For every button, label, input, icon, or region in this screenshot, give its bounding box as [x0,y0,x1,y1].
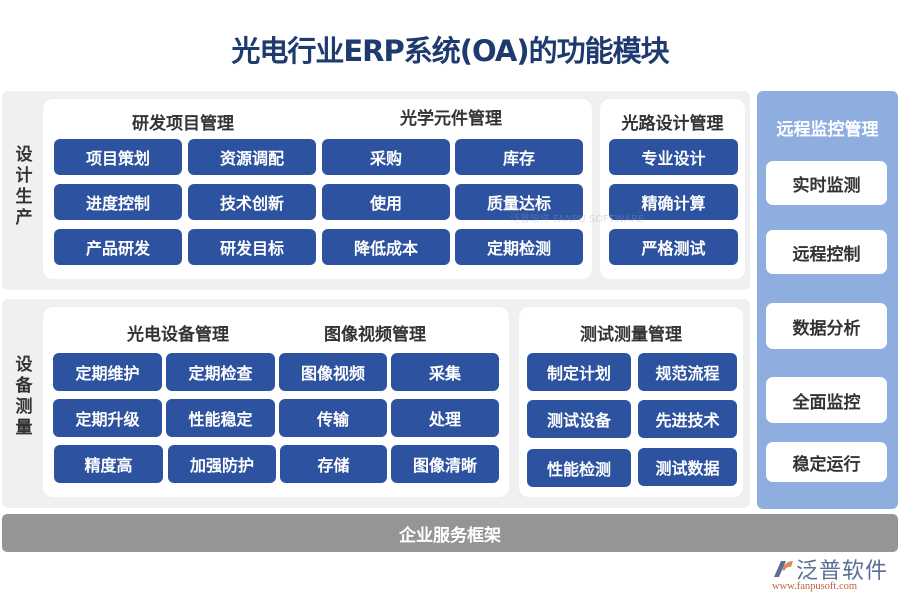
btn-performance-test[interactable]: 性能检测 [527,449,631,487]
btn-capture[interactable]: 采集 [391,353,499,391]
btn-advanced-tech[interactable]: 先进技术 [638,400,737,438]
panel-title-equipment: 光电设备管理 [127,325,229,345]
btn-periodic-inspection[interactable]: 定期检测 [455,229,583,265]
btn-processing[interactable]: 处理 [391,399,499,437]
btn-periodic-upgrade[interactable]: 定期升级 [53,399,162,437]
section-equipment-measurement: 设 备 测 量 光电设备管理 图像视频管理 定期维护 定期检查 图像视频 采集 … [2,299,750,508]
remote-item-remote-control[interactable]: 远程控制 [766,230,887,274]
btn-cost-reduction[interactable]: 降低成本 [322,229,450,265]
btn-project-planning[interactable]: 项目策划 [54,139,182,175]
btn-storage[interactable]: 存储 [280,445,387,483]
btn-quality-compliance[interactable]: 质量达标 [455,184,583,220]
btn-periodic-maintenance[interactable]: 定期维护 [53,353,162,391]
btn-test-equipment[interactable]: 测试设备 [527,400,631,438]
btn-image-video[interactable]: 图像视频 [279,353,387,391]
section-label-design-production: 设 计 生 产 [15,145,33,228]
fanpu-logo-url: www.fanpusoft.com [772,581,858,592]
btn-resource-allocation[interactable]: 资源调配 [188,139,316,175]
panel-title-image-video: 图像视频管理 [324,325,426,345]
btn-standard-process[interactable]: 规范流程 [638,353,737,391]
panel-rd-optical: 研发项目管理 光学元件管理 项目策划 资源调配 采购 库存 进度控制 技术创新 … [43,99,592,279]
btn-usage[interactable]: 使用 [322,184,450,220]
remote-item-stable-operation[interactable]: 稳定运行 [766,442,887,482]
panel-remote-monitoring: 远程监控管理 实时监测 远程控制 数据分析 全面监控 稳定运行 [757,91,898,509]
panel-title-optical-components: 光学元件管理 [400,109,502,129]
remote-item-realtime-monitoring[interactable]: 实时监测 [766,161,887,205]
panel-test-measurement: 测试测量管理 制定计划 规范流程 测试设备 先进技术 性能检测 测试数据 [519,307,743,497]
panel-title-rd-project: 研发项目管理 [132,114,234,134]
panel-title-test-measurement: 测试测量管理 [580,325,682,345]
btn-strict-testing[interactable]: 严格测试 [609,229,738,265]
btn-progress-control[interactable]: 进度控制 [54,184,182,220]
btn-enhanced-protection[interactable]: 加强防护 [168,445,276,483]
fanpu-logo-icon [774,561,793,577]
btn-test-data[interactable]: 测试数据 [638,448,737,486]
btn-transmission[interactable]: 传输 [279,399,387,437]
section-design-production: 设 计 生 产 研发项目管理 光学元件管理 项目策划 资源调配 采购 库存 进度… [2,91,750,290]
fanpu-logo: 泛普软件 www.fanpusoft.com [770,553,895,598]
remote-item-data-analysis[interactable]: 数据分析 [766,303,887,349]
btn-stable-performance[interactable]: 性能稳定 [166,399,275,437]
remote-item-full-monitoring[interactable]: 全面监控 [766,377,887,423]
btn-image-clarity[interactable]: 图像清晰 [391,445,499,483]
btn-rd-goals[interactable]: 研发目标 [188,229,316,265]
fanpu-logo-name: 泛普软件 [796,559,889,584]
btn-precise-calculation[interactable]: 精确计算 [609,184,738,220]
page-title: 光电行业ERP系统(OA)的功能模块 [231,34,669,68]
btn-procurement[interactable]: 采购 [322,139,450,175]
enterprise-service-framework-bar: 企业服务框架 [2,514,898,552]
btn-make-plan[interactable]: 制定计划 [527,353,631,391]
section-label-equipment-measurement: 设 备 测 量 [15,355,33,438]
btn-periodic-check[interactable]: 定期检查 [166,353,275,391]
panel-equipment-image: 光电设备管理 图像视频管理 定期维护 定期检查 图像视频 采集 定期升级 性能稳… [43,307,509,497]
remote-monitoring-title: 远程监控管理 [776,120,879,140]
panel-optical-path-design: 光路设计管理 专业设计 精确计算 严格测试 [600,99,745,279]
btn-product-rd[interactable]: 产品研发 [54,229,182,265]
btn-high-precision[interactable]: 精度高 [54,445,163,483]
panel-title-optical-path-design: 光路设计管理 [621,114,724,134]
btn-professional-design[interactable]: 专业设计 [609,139,738,175]
btn-tech-innovation[interactable]: 技术创新 [188,184,316,220]
btn-inventory[interactable]: 库存 [455,139,583,175]
